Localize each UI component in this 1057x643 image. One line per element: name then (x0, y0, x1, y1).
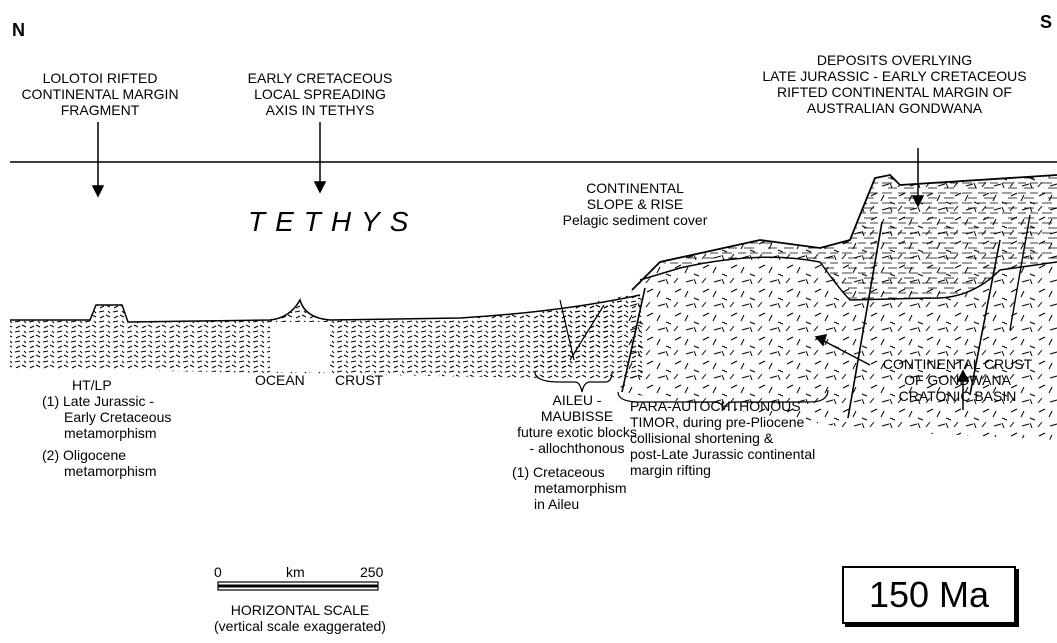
scale-title: HORIZONTAL SCALE(vertical scale exaggera… (180, 602, 420, 634)
aileu-metamorphism-label: (1) Cretaceous metamorphism in Aileu (512, 464, 627, 512)
crust-label: CRUST (335, 372, 383, 388)
north-label: N (12, 22, 25, 38)
spreading-axis-gap (270, 322, 330, 372)
htlp-label: HT/LP (1) Late Jurassic - Early Cretaceo… (42, 377, 171, 479)
scale-max: 250 (360, 564, 383, 580)
south-label: S (1040, 14, 1052, 30)
ocean-label: OCEAN (255, 372, 305, 388)
age-box: 150 Ma (842, 566, 1016, 624)
scale-zero: 0 (214, 564, 222, 580)
tethys-label: TETHYS (248, 214, 418, 230)
scale-unit: km (286, 564, 305, 580)
